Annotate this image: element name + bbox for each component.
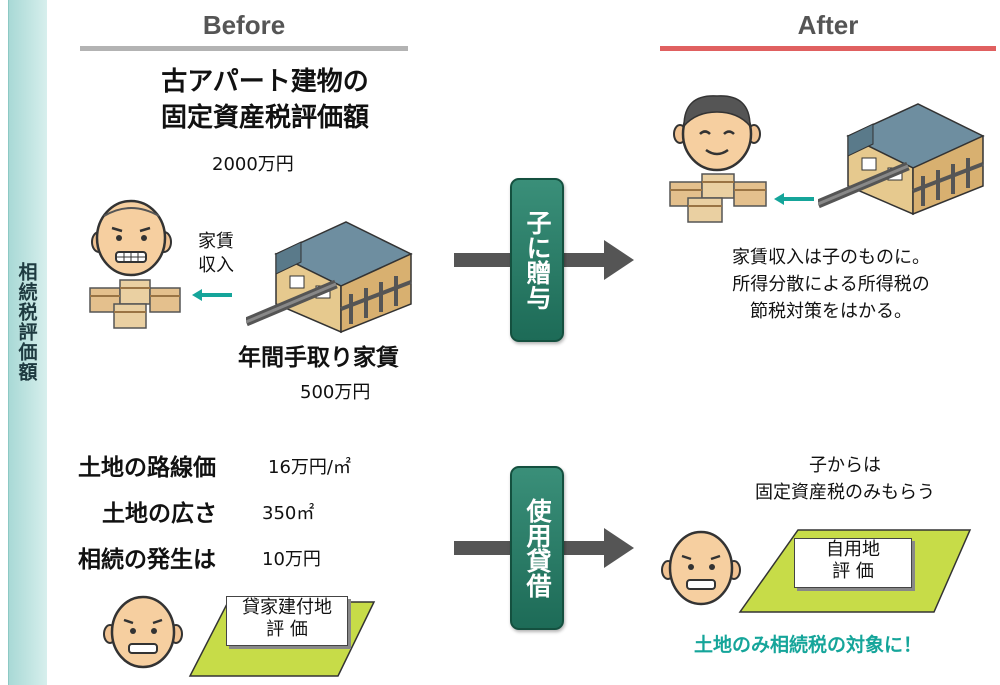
before-header: Before <box>202 10 286 40</box>
rent-label-line-1: 家賃 <box>198 231 234 252</box>
rent-arrow-after <box>772 190 816 205</box>
loan-note: 子からは 固定資産税のみもらう <box>700 452 990 506</box>
cash-boxes-icon <box>669 173 767 223</box>
gift-note: 家賃収入は子のものに。 所得分散による所得税の 節税対策をはかる。 <box>676 244 986 325</box>
worried-face-icon <box>91 199 172 277</box>
building-title-line-2: 固定資産税評価額 <box>160 103 369 133</box>
before-land-eval-line-1: 貸家建付地 <box>242 597 332 618</box>
side-band <box>8 0 47 685</box>
rent-label-line-2: 収入 <box>198 255 234 276</box>
after-son-illustration <box>669 95 767 223</box>
before-land-eval-box: 貸家建付地 評 価 <box>226 596 348 646</box>
worried-face-icon <box>661 530 741 606</box>
before-bottom-face <box>103 595 183 669</box>
worried-face-icon <box>103 595 183 669</box>
apartment-icon <box>818 103 985 216</box>
gift-note-line-2: 所得分散による所得税の <box>732 274 930 295</box>
loan-pill: 使用貸借 <box>510 466 564 630</box>
annual-rent-value: 500万円 <box>300 382 371 403</box>
after-apartment-illustration <box>818 103 985 216</box>
land-price-label: 土地の路線価 <box>78 455 216 481</box>
land-area-label: 土地の広さ <box>102 501 217 527</box>
inheritance-label: 相続の発生は <box>78 547 216 573</box>
before-face-illustration <box>89 199 181 329</box>
happy-face-icon <box>673 95 761 172</box>
annual-rent-title: 年間手取り家賃 <box>238 345 399 371</box>
building-title: 古アパート建物の 固定資産税評価額 <box>100 64 430 136</box>
after-header-bar <box>660 46 996 51</box>
before-land-eval-line-2: 評 価 <box>266 619 308 640</box>
before-header-bar <box>80 46 408 51</box>
inheritance-value: 10万円 <box>262 549 321 570</box>
after-land-eval-line-2: 評 価 <box>832 561 874 582</box>
before-apartment-illustration <box>246 221 413 334</box>
loan-note-line-2: 固定資産税のみもらう <box>755 482 935 503</box>
rent-label: 家賃 収入 <box>186 230 246 278</box>
side-label: 相続税評価額 <box>15 262 38 382</box>
land-area-value: 350㎡ <box>262 503 315 524</box>
building-title-line-1: 古アパート建物の <box>161 67 369 97</box>
apartment-icon <box>246 221 413 334</box>
building-value: 2000万円 <box>212 154 294 175</box>
loan-note-line-1: 子からは <box>809 455 881 476</box>
after-header: After <box>797 10 859 40</box>
after-land-eval-line-1: 自用地 <box>826 539 880 560</box>
gift-note-line-3: 節税対策をはかる。 <box>750 301 912 322</box>
after-land-eval-box: 自用地 評 価 <box>794 538 912 588</box>
conclusion-text: 土地のみ相続税の対象に！ <box>694 634 923 656</box>
gift-pill: 子に贈与 <box>510 178 564 342</box>
after-bottom-face <box>661 530 741 606</box>
land-price-value: 16万円/㎡ <box>268 457 351 478</box>
cash-boxes-icon <box>89 279 181 329</box>
gift-note-line-1: 家賃収入は子のものに。 <box>732 247 930 268</box>
rent-arrow-before <box>190 286 234 301</box>
